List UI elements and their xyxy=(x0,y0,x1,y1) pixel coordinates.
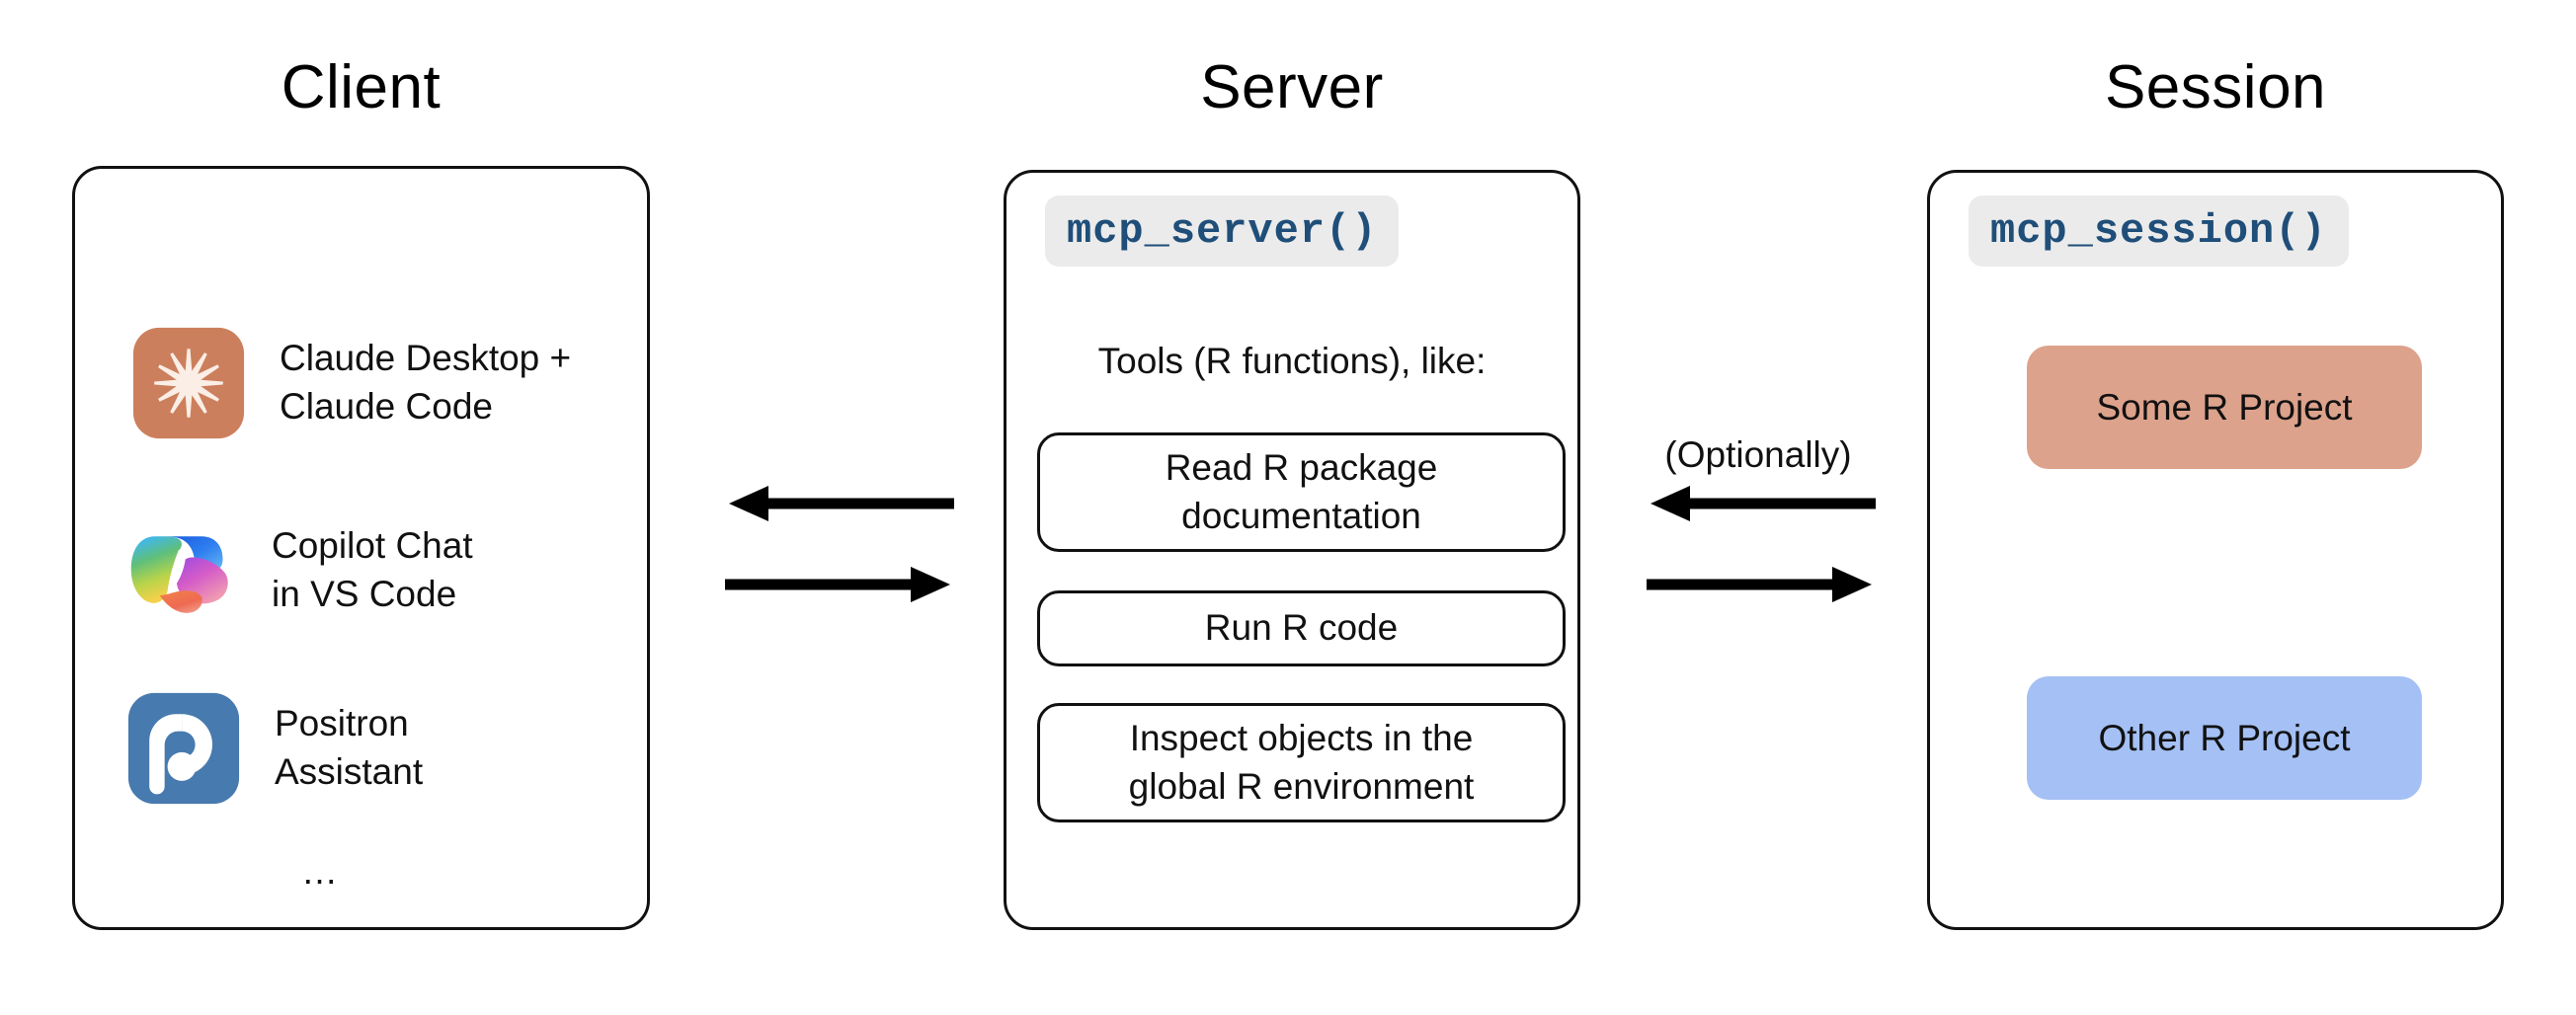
client-item-label: Positron Assistant xyxy=(275,703,424,792)
client-item-label: Copilot Chat in VS Code xyxy=(272,525,473,614)
client-more-ellipsis: … xyxy=(301,851,341,892)
tool-box-read-docs: Read R package documentation xyxy=(1037,432,1566,552)
optionally-label: (Optionally) xyxy=(1664,434,1852,475)
session-panel xyxy=(1927,170,2504,930)
mcp-server-code-chip: mcp_server() xyxy=(1045,195,1400,267)
copilot-icon xyxy=(130,536,228,613)
tool-box-inspect-objects: Inspect objects in the global R environm… xyxy=(1037,703,1566,822)
session-project-other: Other R Project xyxy=(2027,676,2422,800)
mcp-session-code-chip: mcp_session() xyxy=(1969,195,2349,267)
column-title-client: Client xyxy=(281,53,442,121)
tool-box-run-r-code: Run R code xyxy=(1037,590,1566,666)
claude-icon xyxy=(132,327,245,439)
session-project-some: Some R Project xyxy=(2027,346,2422,469)
client-item-copilot: Copilot Chat in VS Code xyxy=(123,513,473,628)
bidirectional-arrows xyxy=(725,486,954,602)
positron-icon xyxy=(127,692,240,805)
client-item-claude: Claude Desktop + Claude Code xyxy=(131,326,571,440)
bidirectional-arrows xyxy=(1647,486,1876,602)
column-title-server: Server xyxy=(1200,53,1384,121)
client-item-label: Claude Desktop + Claude Code xyxy=(280,338,572,427)
column-title-session: Session xyxy=(2104,53,2327,121)
tools-caption: Tools (R functions), like: xyxy=(1097,341,1487,381)
client-server-connectors xyxy=(721,482,958,615)
server-session-connectors xyxy=(1643,482,1880,615)
client-item-positron: Positron Assistant xyxy=(126,691,423,806)
